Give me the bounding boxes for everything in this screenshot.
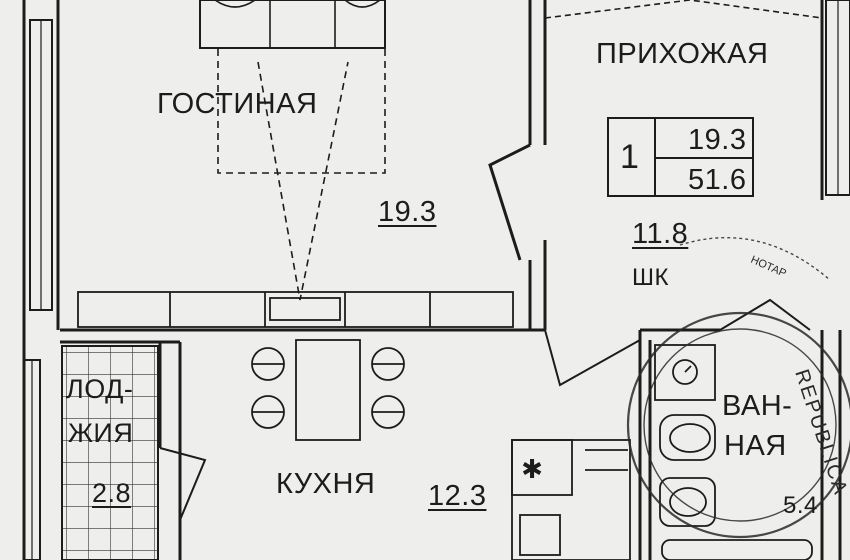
- bath-name-line1: ВАН-: [722, 390, 793, 422]
- kitchen-counter: [511, 439, 631, 560]
- interior-walls: [60, 0, 811, 560]
- notary-stamp: [626, 236, 850, 539]
- right-exterior-wall: [820, 0, 850, 560]
- loggia-name-line2: ЖИЯ: [68, 418, 134, 448]
- living-room-name: ГОСТИНАЯ: [157, 88, 318, 120]
- bath-area: 5.4: [783, 492, 818, 519]
- apartment-total-area: 51.6: [688, 164, 747, 196]
- hall-area: 11.8: [632, 218, 689, 250]
- tv-cabinet: [77, 291, 514, 328]
- closet-label: ШК: [632, 264, 669, 291]
- kitchen-name: КУХНЯ: [276, 468, 376, 500]
- hall-name: ПРИХОЖАЯ: [596, 38, 769, 70]
- sofa-outline: [199, 0, 386, 301]
- loggia-name-line1: ЛОД-: [66, 374, 134, 404]
- apartment-living-area: 19.3: [688, 124, 747, 156]
- loggia-area: 2.8: [92, 478, 132, 508]
- bath-name-line2: НАЯ: [724, 430, 787, 462]
- kitchen-area: 12.3: [428, 480, 487, 512]
- stamp-rim-text: НОТАР: [749, 254, 788, 280]
- left-exterior-wall: [22, 0, 60, 560]
- apartment-summary-box: [607, 117, 754, 197]
- apartment-rooms-count: 1: [620, 138, 640, 176]
- dining-set: [251, 339, 405, 441]
- stove-icon: ✱: [521, 455, 543, 485]
- loggia-floor-tiles: [61, 345, 159, 560]
- living-room-area: 19.3: [378, 196, 437, 228]
- hall-door-swing: [544, 0, 823, 19]
